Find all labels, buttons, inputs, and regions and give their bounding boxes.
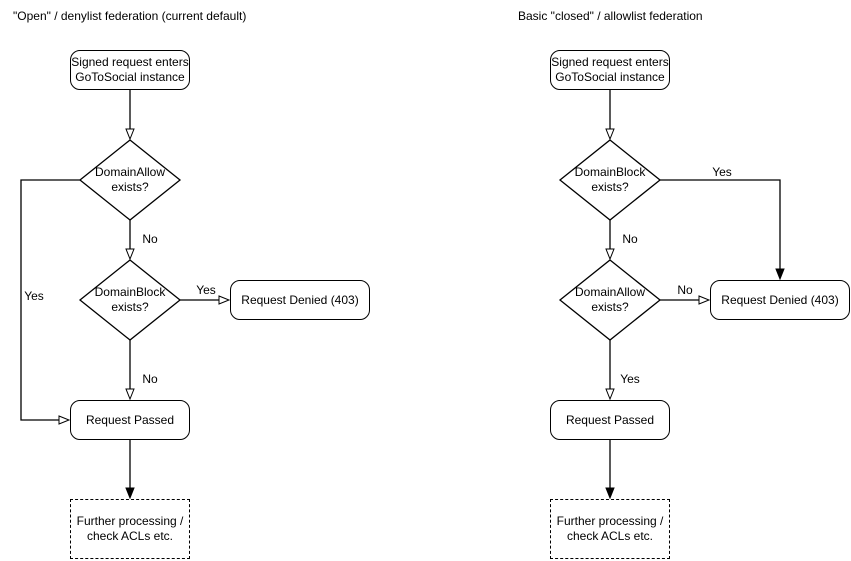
decision1-label-right: DomainBlock exists? [574, 165, 646, 194]
chart-title-right: Basic "closed" / allowlist federation [518, 9, 703, 23]
edge-label-no-right-2: No [677, 283, 693, 297]
decision2-label-left: DomainBlock exists? [94, 285, 166, 314]
decision2-diamond-left [78, 259, 182, 341]
edge-left-decision1-yes-loop-to-passed [20, 179, 80, 420]
edge-label-no-right-1: No [622, 232, 638, 246]
chart-title-left: "Open" / denylist federation (current de… [13, 9, 247, 23]
edge-label-no-left-1: No [142, 232, 158, 246]
decision2-diamond-right [558, 259, 662, 341]
edge-label-no-left-2: No [142, 372, 158, 386]
edge-label-yes-right-1: Yes [712, 165, 732, 179]
edge-label-yes-right-2: Yes [620, 372, 640, 386]
start-node-right: Signed request enters GoToSocial instanc… [550, 50, 670, 90]
decision1-diamond-left [78, 139, 182, 221]
further-processing-node-left: Further processing / check ACLs etc. [70, 499, 190, 559]
edge-label-yes-left-loop: Yes [24, 289, 44, 303]
start-node-left: Signed request enters GoToSocial instanc… [70, 50, 190, 90]
decision1-diamond-right [558, 139, 662, 221]
decision1-label-left: DomainAllow exists? [94, 165, 166, 194]
denied-node-right: Request Denied (403) [710, 280, 850, 320]
decision2-label-right: DomainAllow exists? [574, 285, 646, 314]
passed-node-right: Request Passed [550, 400, 670, 440]
edge-right-decision1-yes-to-denied [660, 179, 780, 269]
edge-label-yes-left-2: Yes [196, 283, 216, 297]
passed-node-left: Request Passed [70, 400, 190, 440]
further-processing-node-right: Further processing / check ACLs etc. [550, 499, 670, 559]
denied-node-left: Request Denied (403) [230, 280, 370, 320]
